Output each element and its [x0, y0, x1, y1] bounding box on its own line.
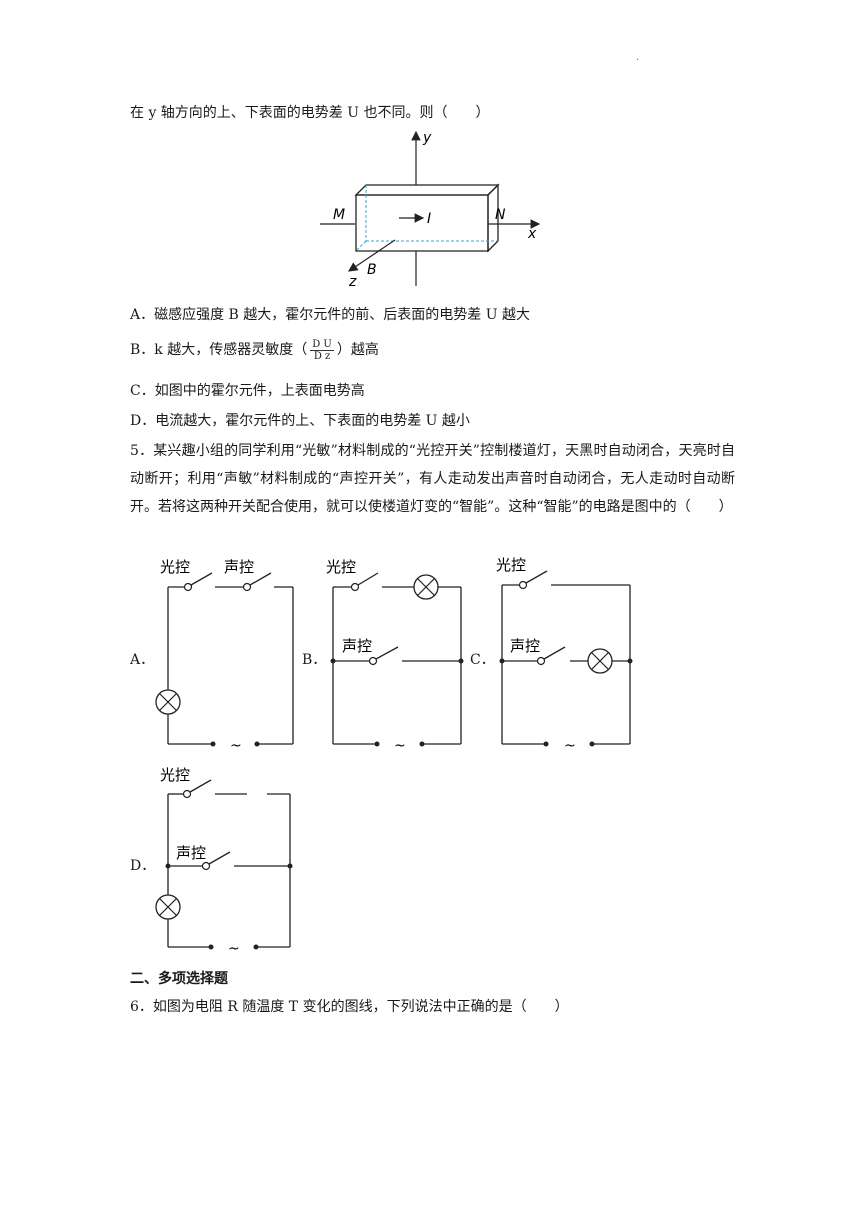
z-axis	[348, 239, 396, 272]
light-switch-label: 光控	[160, 558, 190, 576]
ac-source-icon: ~	[394, 738, 406, 752]
label-N: N	[495, 207, 506, 223]
label-M: M	[333, 207, 345, 223]
circuit-c: 光控 声控 ~	[496, 556, 633, 752]
q4-option-b-suffix: ）越高	[336, 342, 379, 358]
q4-option-b-prefix: B．k 越大，传感器灵敏度（	[130, 342, 308, 358]
sound-switch-label: 声控	[224, 558, 254, 576]
light-switch-label: 光控	[496, 556, 526, 574]
sound-switch-label: 声控	[176, 844, 206, 862]
ac-source-icon: ~	[230, 738, 242, 752]
circuit-d: 光控 声控 ~	[155, 766, 293, 955]
circuit-d-label: D．	[130, 858, 156, 874]
sound-switch-label: 声控	[342, 637, 372, 655]
hall-element-figure: y x z M N I B	[320, 130, 541, 290]
ac-source-icon: ~	[564, 738, 576, 752]
question-6: 6．如图为电阻 R 随温度 T 变化的图线，下列说法中正确的是（ ）	[130, 999, 569, 1015]
section-heading-multiple-choice: 二、多项选择题	[130, 971, 228, 987]
circuit-b: 光控 声控 ~	[326, 558, 464, 752]
ac-source-icon: ~	[228, 941, 240, 955]
q4-option-c: C．如图中的霍尔元件，上表面电势高	[130, 383, 365, 399]
question-5: 5．某兴趣小组的同学利用“光敏”材料制成的“光控开关”控制楼道灯，天黑时自动闭合…	[130, 443, 735, 515]
circuit-b-label: B．	[302, 652, 327, 668]
sound-switch-label: 声控	[510, 637, 540, 655]
light-switch-label: 光控	[160, 766, 190, 784]
question-4-tail: 在 y 轴方向的上、下表面的电势差 U 也不同。则（ ）	[130, 105, 490, 121]
circuit-a: 光控 声控 ~	[155, 558, 294, 752]
label-x: x	[527, 226, 537, 242]
label-I: I	[427, 211, 431, 227]
fraction-numerator: D U	[310, 338, 334, 351]
q4-option-d: D．电流越大，霍尔元件的上、下表面的电势差 U 越小	[130, 413, 470, 429]
light-switch-label: 光控	[326, 558, 356, 576]
q4-option-a: A．磁感应强度 B 越大，霍尔元件的前、后表面的电势差 U 越大	[130, 307, 530, 323]
label-y: y	[422, 130, 432, 146]
page-mark: .	[636, 52, 640, 63]
label-z: z	[348, 274, 357, 290]
label-B: B	[367, 262, 377, 278]
circuit-a-label: A．	[130, 652, 155, 668]
circuit-c-label: C．	[470, 652, 495, 668]
fraction-denominator: D z	[313, 350, 331, 362]
